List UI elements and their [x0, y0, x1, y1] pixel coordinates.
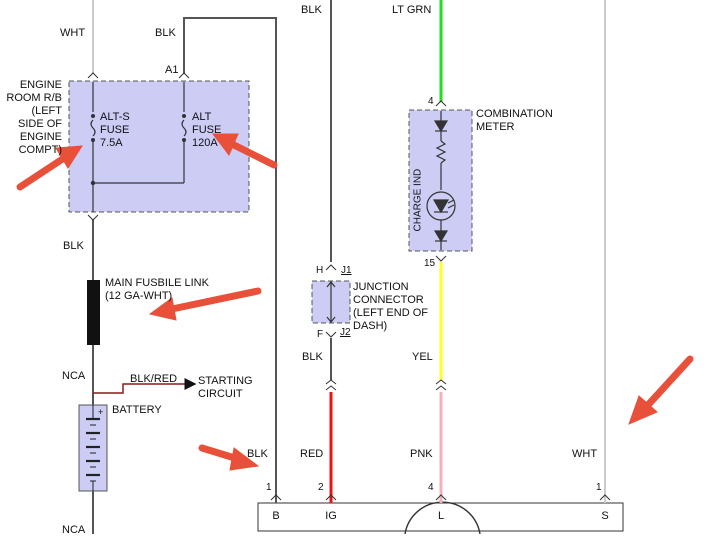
alt-pin-s1-label: 1 — [596, 482, 602, 493]
svg-text:+: + — [98, 407, 103, 417]
wire-color-yel-mid: YEL — [412, 351, 433, 363]
starting-circuit-label: STARTING CIRCUIT — [198, 375, 253, 400]
wire-color-ltgrn-top: LT GRN — [392, 4, 432, 16]
alt-pin-2-label: 2 — [318, 482, 324, 493]
wire-color-blk-top: BLK — [155, 27, 176, 39]
charge-indicator-circuit — [426, 111, 456, 250]
alt-fuse-label: ALT FUSE 120A — [192, 111, 222, 149]
engine-room-relay-box — [68, 80, 250, 213]
nca-label-bottom: NCA — [62, 524, 86, 536]
annotation-arrows — [16, 133, 694, 471]
jc-pin-h-label: H — [316, 265, 324, 276]
red-arrow-alt-s-fuse — [16, 145, 83, 191]
jc-j2-label: J2 — [340, 327, 351, 338]
meter-pin-4-label: 4 — [428, 96, 434, 107]
main-fusible-link-symbol — [87, 280, 100, 345]
jc-pin-f-label: F — [317, 329, 324, 340]
alt-terminal-l: L — [437, 510, 445, 522]
alt-terminal-s: S — [601, 510, 609, 522]
main-fusible-link-label: MAIN FUSBILE LINK (12 GA-WHT) — [105, 277, 209, 302]
wire-color-pnk-bottom: PNK — [410, 448, 433, 460]
wire-color-blk-top-center: BLK — [301, 4, 322, 16]
battery-label: BATTERY — [112, 404, 162, 416]
junction-connector-label: JUNCTION CONNECTOR (LEFT END OF DASH) — [353, 281, 428, 332]
nca-label-top: NCA — [62, 370, 86, 382]
junction-wiring — [326, 281, 336, 323]
pin-a1-label: A1 — [165, 64, 179, 76]
alt-s-fuse-label: ALT-S FUSE 7.5A — [100, 111, 130, 149]
engine-room-rb-label: ENGINE ROOM R/B (LEFT SIDE OF ENGINE COM… — [6, 79, 62, 156]
alt-fuse-symbol — [181, 119, 187, 137]
red-arrow-s-wire — [628, 355, 694, 425]
alt-s-fuse-symbol — [90, 119, 96, 137]
alt-terminal-ig: IG — [325, 510, 337, 522]
alt-pin-1-label: 1 — [266, 482, 272, 493]
wire-color-wht-bottom: WHT — [572, 448, 598, 460]
wire-color-blk-mid: BLK — [302, 351, 323, 363]
wire-color-blk-left: BLK — [63, 240, 84, 252]
blk-red-wire-label: BLK/RED — [130, 373, 178, 385]
wire-color-blk-bottom: BLK — [247, 448, 268, 460]
alt-pin-4-label: 4 — [428, 482, 434, 493]
battery-cells-symbol — [86, 405, 100, 491]
red-arrow-fusible-link — [148, 287, 262, 321]
red-arrow-b-wire — [198, 444, 260, 471]
fuse-wiring — [90, 82, 187, 212]
red-arrow-alt-fuse — [211, 133, 278, 169]
resistor-symbol — [435, 140, 447, 164]
charge-ind-label: CHARGE IND — [412, 168, 424, 232]
wire-color-red-bottom: RED — [300, 448, 324, 460]
connector-marks — [87, 72, 611, 501]
combination-meter-label: COMBINATION METER — [476, 108, 553, 133]
meter-pin-15-label: 15 — [424, 258, 436, 269]
wires — [92, 0, 606, 534]
alt-terminal-b: B — [272, 510, 280, 522]
wire-color-wht-top: WHT — [60, 27, 86, 39]
jc-j1-label: J1 — [341, 265, 352, 276]
